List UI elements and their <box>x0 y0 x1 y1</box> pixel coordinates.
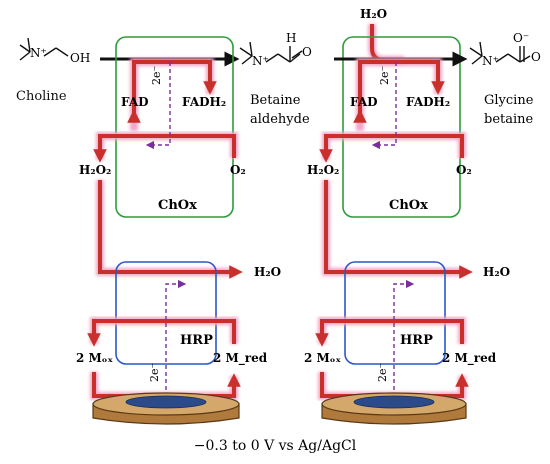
flavin-cycle-right <box>353 58 445 131</box>
choline-nitrogen: N⁺ <box>30 46 47 60</box>
water-out-left: H₂O <box>254 265 281 279</box>
hrp-enzyme-box-right <box>344 261 446 365</box>
aldehyde-oxygen: O <box>302 45 312 59</box>
peroxide-to-hrp-right <box>322 180 473 279</box>
chox-enzyme-box-right <box>342 36 461 218</box>
mediator-loop-right <box>315 317 469 400</box>
water-out-right: H₂O <box>483 265 510 279</box>
peroxide-right-top: H₂O₂ <box>307 163 339 177</box>
electron-label-left-bottom: 2e⁻ <box>148 362 161 382</box>
choline-label: Choline <box>16 89 67 104</box>
electron-label-right-bottom: 2e⁻ <box>376 362 389 382</box>
hrp-label-right: HRP <box>400 333 433 348</box>
water-input-arrow <box>368 24 404 64</box>
carboxylate-oxygen: O <box>531 50 541 64</box>
glycine-betaine-structure <box>469 41 531 65</box>
oxygen-left: O₂ <box>230 163 246 177</box>
oxygen-right: O₂ <box>456 163 472 177</box>
peroxide-loop-right <box>319 132 466 163</box>
electrode-left <box>92 392 240 425</box>
peroxide-loop-left <box>93 132 238 163</box>
aldehyde-hydrogen: H <box>286 31 296 45</box>
chox-label-right: ChOx <box>389 198 428 213</box>
peroxide-left-top: H₂O₂ <box>79 163 111 177</box>
applied-potential-label: −0.3 to 0 V vs Ag/AgCl <box>194 438 357 454</box>
betaine-aldehyde-label-line2: aldehyde <box>250 112 310 127</box>
glycine-betaine-label-line2: betaine <box>484 112 534 127</box>
glycine-betaine-label-line1: Glycine <box>484 93 534 108</box>
choline-structure <box>19 37 69 61</box>
fad-right: FAD <box>350 95 378 109</box>
electron-transfer-right-bottom <box>393 279 415 404</box>
electrode-right <box>321 392 467 425</box>
hrp-label-left: HRP <box>180 333 213 348</box>
mediator-red-left: 2 M_red <box>213 351 268 366</box>
electron-label-left-top: 2e⁻ <box>150 65 163 85</box>
choline-hydroxyl: OH <box>70 51 90 65</box>
fadh2-right: FADH₂ <box>406 95 450 109</box>
hrp-enzyme-box-left <box>115 261 217 365</box>
chox-label-left: ChOx <box>158 198 197 213</box>
fad-left: FAD <box>121 95 149 109</box>
aldehyde-nitrogen: N⁺ <box>252 54 269 68</box>
flavin-cycle-left <box>127 58 217 131</box>
electron-transfer-left-bottom <box>165 279 187 404</box>
mediator-red-right: 2 M_red <box>442 351 497 366</box>
water-in-right: H₂O <box>360 7 387 21</box>
electron-label-right-top: 2e⁻ <box>378 65 391 85</box>
betaine-aldehyde-structure <box>239 41 303 65</box>
mediator-ox-right: 2 Mₒₓ <box>304 351 341 365</box>
carboxylate-anion: O⁻ <box>513 31 529 45</box>
mediator-ox-left: 2 Mₒₓ <box>76 351 113 365</box>
peroxide-to-hrp-left <box>96 180 243 279</box>
betaine-aldehyde-label-line1: Betaine <box>250 93 301 108</box>
glycine-betaine-nitrogen: N⁺ <box>482 54 499 68</box>
fadh2-left: FADH₂ <box>182 95 226 109</box>
chox-enzyme-box-left <box>115 36 234 218</box>
